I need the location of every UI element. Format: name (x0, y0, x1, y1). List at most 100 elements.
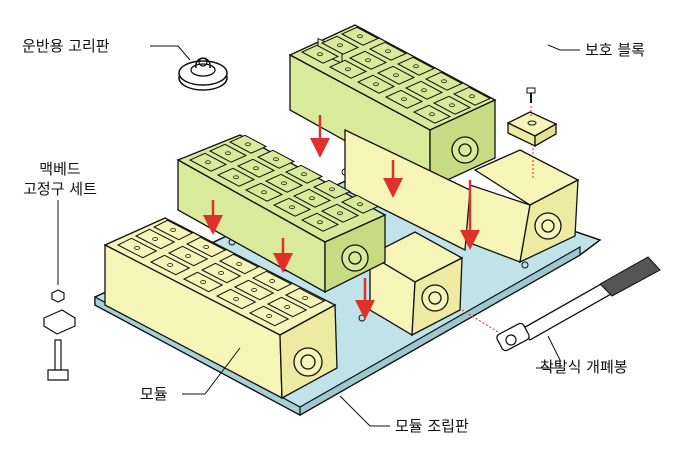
key-hole (236, 262, 243, 266)
key-hole (253, 166, 259, 171)
key-hole (345, 67, 351, 72)
key-hole (170, 228, 177, 232)
module-front-left (103, 217, 338, 400)
key-tile (167, 245, 209, 267)
label-removable-bar: 착탈식 개폐봉 (540, 358, 628, 376)
key-hole (469, 94, 475, 99)
label-clamp-set-line1: 맥베드 (39, 160, 81, 178)
key-hole (449, 103, 455, 108)
key-tile (116, 237, 158, 259)
key-tile (218, 253, 260, 275)
key-hole (357, 202, 363, 207)
key-tile (368, 41, 408, 61)
key-tile (384, 89, 424, 109)
key-hole (337, 211, 343, 216)
key-hole (152, 237, 159, 241)
key-hole (309, 196, 315, 201)
key-tile (216, 167, 256, 187)
label-clamp-set-line2: 고정구 세트 (23, 180, 97, 198)
key-hole (185, 254, 192, 258)
key-hole (373, 82, 379, 87)
key-tile (182, 271, 224, 293)
key-hole (301, 172, 307, 177)
key-hole (401, 97, 407, 102)
key-tile (412, 104, 452, 124)
removable-bar (496, 256, 661, 352)
key-grid (188, 134, 380, 232)
key-hole (329, 187, 335, 192)
key-tile (284, 287, 326, 309)
key-hole (317, 52, 323, 57)
key-hole (385, 49, 391, 54)
key-hole (441, 79, 447, 84)
key-tile (424, 71, 464, 91)
key-hole (302, 296, 309, 300)
key-hole (218, 271, 225, 275)
key-hole (205, 160, 211, 165)
key-tile (264, 173, 304, 193)
label-protective-block: 보호 블록 (585, 41, 645, 59)
key-tile (312, 179, 352, 199)
bolt-icon (421, 284, 449, 312)
key-tile (272, 197, 312, 217)
key-tile (233, 279, 275, 301)
module-back-right (461, 149, 580, 264)
label-lifting-ring: 운반용 고리판 (22, 37, 110, 55)
key-tile (188, 152, 228, 172)
key-tile (266, 296, 308, 318)
key-tile (256, 149, 296, 169)
module-middle (344, 128, 471, 337)
bolt-icon (534, 212, 562, 240)
bolt-icon (341, 244, 369, 272)
key-hole (134, 246, 141, 250)
key-tile (376, 65, 416, 85)
key-hole (281, 181, 287, 186)
key-hole (245, 142, 251, 147)
key-tile (251, 270, 293, 292)
assembly-arrows (203, 115, 480, 320)
key-hole (317, 220, 323, 225)
key-tile (300, 212, 340, 232)
key-tile (300, 44, 340, 64)
key-tile (228, 134, 268, 154)
key-hole (413, 64, 419, 69)
key-tile (320, 35, 360, 55)
key-hole (421, 88, 427, 93)
key-hole (167, 263, 174, 267)
lifting-ring (178, 57, 228, 91)
key-hole (289, 205, 295, 210)
key-hole (251, 288, 258, 292)
key-tile (152, 219, 194, 241)
key-hole (273, 157, 279, 162)
key-tile (396, 56, 436, 76)
key-hole (225, 151, 231, 156)
key-hole (261, 190, 267, 195)
key-tile (452, 86, 492, 106)
key-hole (200, 280, 207, 284)
key-hole (365, 58, 371, 63)
protective-block (506, 111, 558, 148)
leader-lines (57, 44, 580, 427)
key-tile (149, 254, 191, 276)
key-tile (340, 26, 380, 46)
key-tile (208, 143, 248, 163)
key-grid (300, 26, 492, 124)
label-base-plate: 모듈 조립판 (395, 417, 469, 435)
key-tile (215, 288, 257, 310)
key-hole (337, 43, 343, 48)
key-grid (116, 219, 326, 327)
label-module: 모듈 (140, 385, 168, 403)
key-hole (269, 279, 276, 283)
bolt-icon (293, 347, 323, 377)
key-hole (429, 112, 435, 117)
key-tile (320, 203, 360, 223)
key-tile (200, 262, 242, 284)
bolt-icon (451, 136, 479, 164)
screw-icon (526, 87, 536, 118)
key-hole (203, 245, 210, 249)
key-tile (328, 59, 368, 79)
key-tile (236, 158, 276, 178)
key-tile (340, 194, 380, 214)
